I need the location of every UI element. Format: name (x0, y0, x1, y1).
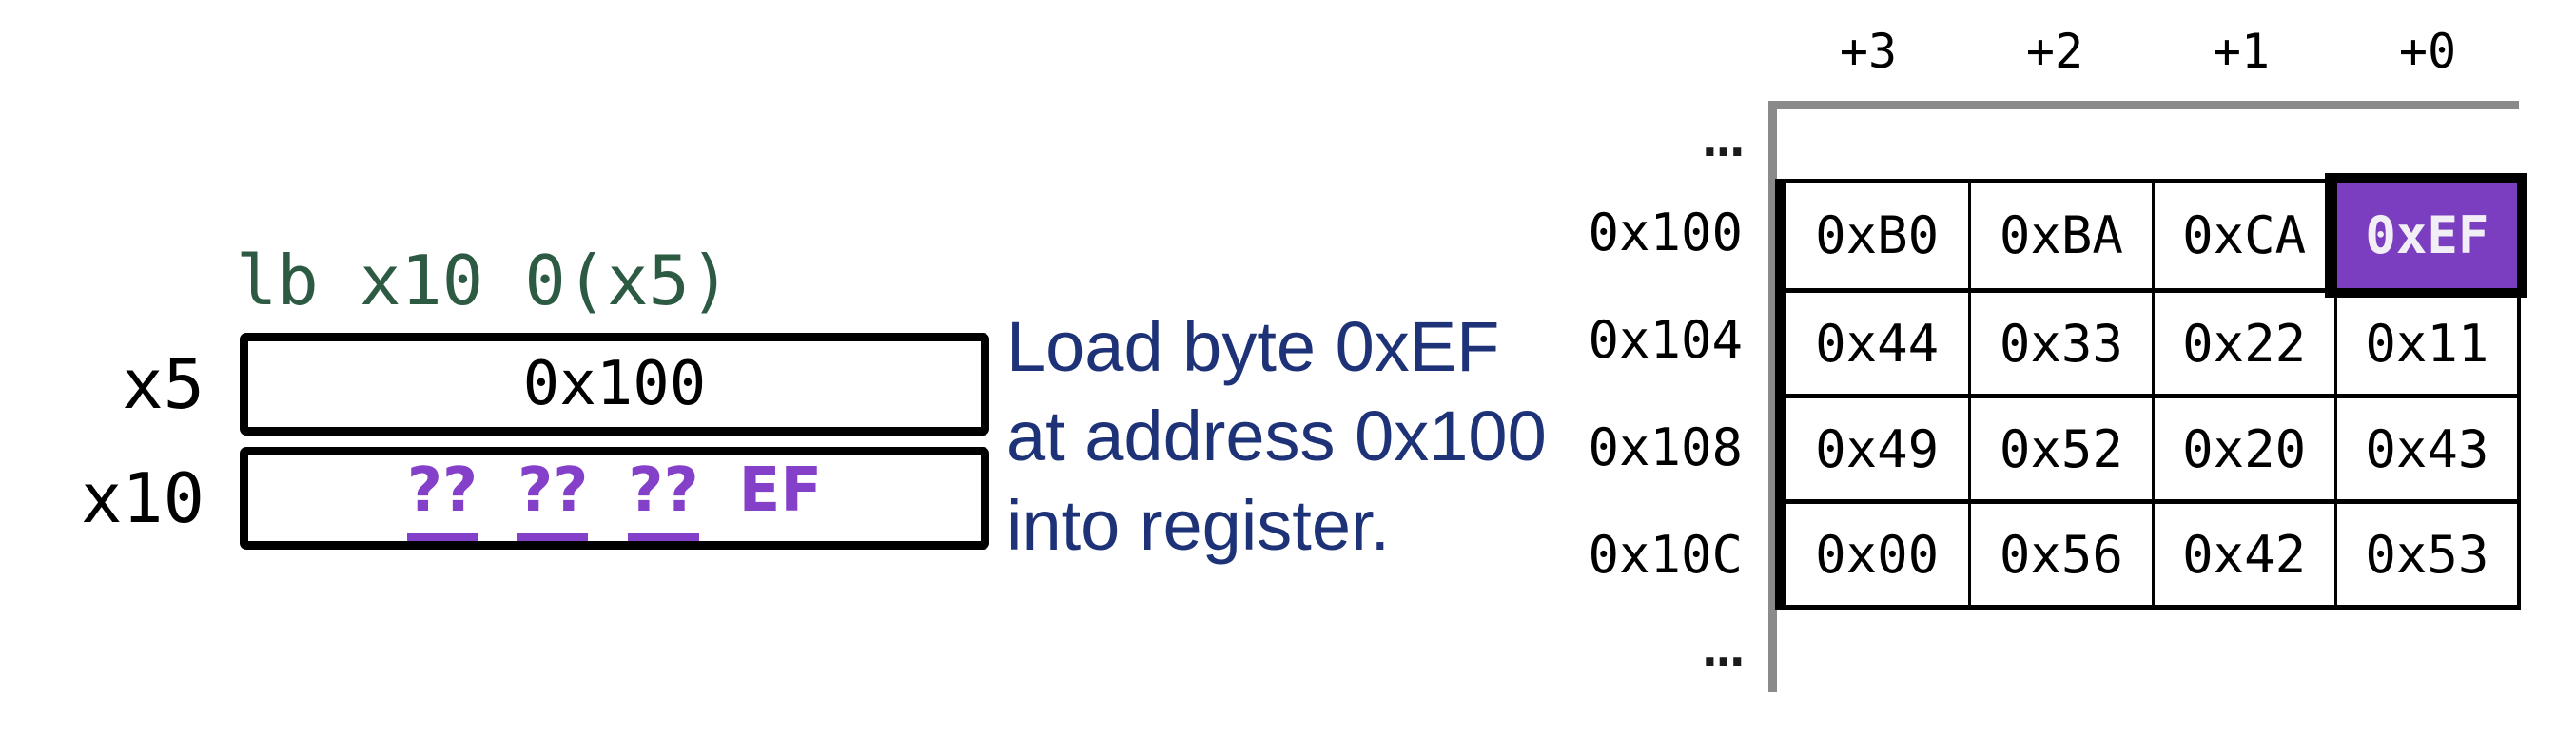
column-header-plus1: +1 (2212, 24, 2271, 79)
memory-cell-0x10C-plus1: 0x42 (2151, 499, 2334, 605)
memory-cell-0x108-plus2: 0x52 (1968, 394, 2152, 499)
unknown-byte: ?? (628, 455, 699, 541)
byte-offset-headers: +3 +2 +1 +0 (1775, 17, 2521, 86)
row-label-0x10C: 0x10C (1588, 525, 1743, 585)
explanation-line-2: at address 0x100 (1006, 397, 1547, 475)
memory-top-rule (1768, 101, 2519, 109)
column-header-plus0: +0 (2398, 24, 2457, 79)
row-label-0x108: 0x108 (1588, 417, 1743, 477)
memory-cell-0x100-plus1: 0xCA (2151, 183, 2334, 288)
memory-left-rule (1768, 105, 1777, 692)
register-x10-value: ?????? EF (406, 455, 823, 541)
row-label-0x104: 0x104 (1588, 310, 1743, 370)
memory-ellipsis-bottom: ... (1701, 625, 1746, 676)
memory-cell-0x104-plus0: 0x11 (2333, 288, 2517, 394)
memory-cell-0x10C-plus2: 0x56 (1968, 499, 2152, 605)
memory-cell-0x108-plus1: 0x20 (2151, 394, 2334, 499)
register-x5-value: 0x100 (522, 349, 707, 419)
unknown-byte: ?? (517, 455, 589, 541)
memory-cell-0x104-plus1: 0x22 (2151, 288, 2334, 394)
memory-cell-0x104-plus2: 0x33 (1968, 288, 2152, 394)
memory-cell-0x10C-plus3: 0x00 (1786, 499, 1969, 605)
column-header-plus2: +2 (2025, 24, 2084, 79)
memory-cell-0x108-plus3: 0x49 (1786, 394, 1969, 499)
memory-cell-0x10C-plus0: 0x53 (2333, 499, 2517, 605)
memory-cell-0x100-plus2: 0xBA (1968, 183, 2152, 288)
register-x10-label: x10 (80, 458, 205, 538)
register-x10-box: ?????? EF (240, 447, 989, 550)
memory-cell-0x100-plus3: 0xB0 (1786, 183, 1969, 288)
row-label-0x100: 0x100 (1588, 203, 1743, 262)
memory-ellipsis-top: ... (1701, 115, 1746, 166)
register-x5-box: 0x100 (240, 333, 989, 436)
explanation-line-1: Load byte 0xEF (1006, 307, 1500, 386)
explanation-text: Load byte 0xEF at address 0x100 into reg… (1006, 302, 1547, 571)
loaded-byte: EF (738, 455, 823, 526)
memory-cell-0x104-plus3: 0x44 (1786, 288, 1969, 394)
explanation-line-3: into register. (1006, 486, 1391, 565)
memory-cell-0x108-plus0: 0x43 (2333, 394, 2517, 499)
assembly-instruction: lb x10 0(x5) (236, 241, 732, 320)
register-x5-label: x5 (122, 344, 205, 424)
column-header-plus3: +3 (1839, 24, 1898, 79)
unknown-byte: ?? (406, 455, 478, 541)
memory-cell-0x100-plus0: 0xEF (2333, 183, 2517, 288)
